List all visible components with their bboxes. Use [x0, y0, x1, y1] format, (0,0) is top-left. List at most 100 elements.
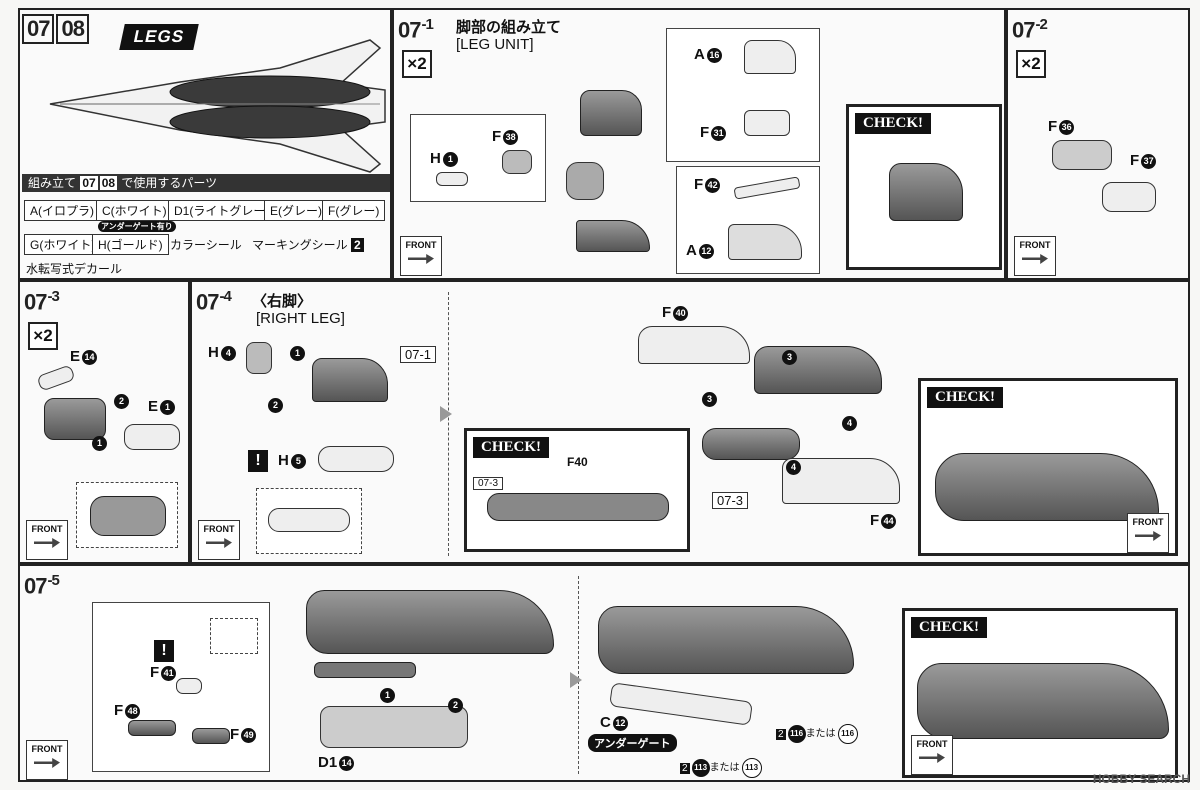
check-label: CHECK!: [927, 387, 1003, 408]
leg-block: [312, 358, 388, 402]
ref-07-1: 07-1: [400, 346, 437, 363]
label-h5-letter: H: [278, 452, 289, 469]
part-tag-G: G(ホワイト): [24, 234, 102, 255]
part-H4: [246, 342, 272, 374]
label-f41-num: 41: [161, 665, 177, 681]
label-f38-letter: F: [492, 128, 502, 145]
parts-bar-step-b: 08: [99, 176, 118, 190]
step-3a-marker: 3: [780, 348, 797, 365]
label-f42-num: 42: [705, 177, 721, 193]
leg-assembly-left: [306, 590, 554, 654]
step-07-4-title-en: [RIGHT LEG]: [256, 310, 345, 327]
parts-bar-prefix: 組み立て: [28, 176, 77, 190]
part-F40: [638, 326, 750, 364]
ref-07-3: 07-3: [712, 492, 749, 509]
label-f49-letter: F: [230, 726, 240, 743]
front-label: FRONT: [203, 524, 235, 534]
check-label: CHECK!: [473, 437, 549, 458]
part-tag-E: E(グレー): [264, 200, 328, 221]
front-arrow-icon: [34, 758, 60, 768]
front-indicator: FRONT: [1014, 236, 1056, 276]
step-marker-2: 2: [112, 392, 129, 409]
step-marker-2-num: 2: [114, 393, 129, 409]
front-arrow-icon: [1135, 531, 1161, 541]
label-f41-letter: F: [150, 664, 160, 681]
part-tag-F: F(グレー): [322, 200, 386, 221]
marking-seal-text: マーキングシール: [252, 238, 348, 252]
step-07-1-sub: -1: [421, 16, 433, 33]
step-07-1-title-jp: 脚部の組み立て: [456, 19, 562, 36]
leg-lower-block: [576, 220, 650, 252]
detail-box: [210, 618, 258, 654]
step-4a-marker: 4: [840, 414, 857, 431]
front-indicator: FRONT: [26, 740, 68, 780]
step-07-1-title-en: [LEG UNIT]: [456, 36, 534, 53]
aircraft-top-view: [49, 39, 386, 173]
step-07-4-num: 07: [196, 289, 220, 315]
part-gray-strip: [314, 662, 416, 678]
part-tag-C: C(ホワイト): [96, 200, 173, 221]
parts-bar-suffix: で使用するパーツ: [121, 176, 218, 190]
label-d14-num: 14: [339, 755, 355, 771]
detail-plate: [90, 496, 166, 536]
part-D1-14: [320, 706, 468, 748]
step-07-1-num: 07: [398, 17, 422, 43]
step-07-4-title-jp: 〈右脚〉: [252, 293, 313, 310]
check-box-07-4-inner: CHECK! F40 07-3: [464, 428, 690, 552]
check-assembled-inner: [487, 493, 669, 521]
label-f36-num: 36: [1059, 119, 1075, 135]
step-07-2-number: 07-2: [1012, 16, 1048, 43]
label-h1-letter: H: [430, 150, 441, 167]
check-box-07-5: CHECK! FRONT: [902, 608, 1178, 778]
part-E1: [124, 424, 180, 450]
warning-icon: !: [154, 640, 174, 662]
part-H1: [436, 172, 468, 186]
part-F48: [128, 720, 176, 736]
check-assembled-leg: [917, 663, 1169, 739]
label-d14-letter: D1: [318, 754, 338, 771]
part-A16: [744, 40, 796, 74]
label-f48-letter: F: [114, 702, 124, 719]
step-1-num: 1: [290, 345, 305, 361]
next-arrow-icon: [570, 672, 582, 688]
step-3a-num: 3: [782, 349, 797, 365]
part-E-center: [702, 428, 800, 460]
part-F49: [192, 728, 230, 744]
parts-bar-step-a: 07: [80, 176, 98, 190]
label-f40-letter: F: [662, 304, 672, 321]
label-f37-num: 37: [1141, 153, 1157, 169]
label-f31-num: 31: [711, 125, 727, 141]
decal-1-or: または: [805, 728, 836, 740]
check-assembled-leg: [889, 163, 963, 221]
color-seal-label: カラーシール: [170, 238, 242, 252]
label-f49-num: 49: [241, 727, 257, 743]
step-4b-num: 4: [786, 459, 801, 475]
step-3b-num: 3: [702, 391, 717, 407]
part-F38: [502, 150, 532, 174]
next-arrow-icon: [440, 406, 452, 422]
decal-1b-num: 116: [837, 724, 858, 744]
front-arrow-icon: [408, 254, 434, 264]
leg-piece-center: [754, 346, 882, 394]
front-indicator: FRONT: [400, 236, 442, 276]
front-indicator: FRONT: [198, 520, 240, 560]
step-07-3-num: 07: [24, 289, 48, 315]
part-F44: [782, 458, 900, 504]
